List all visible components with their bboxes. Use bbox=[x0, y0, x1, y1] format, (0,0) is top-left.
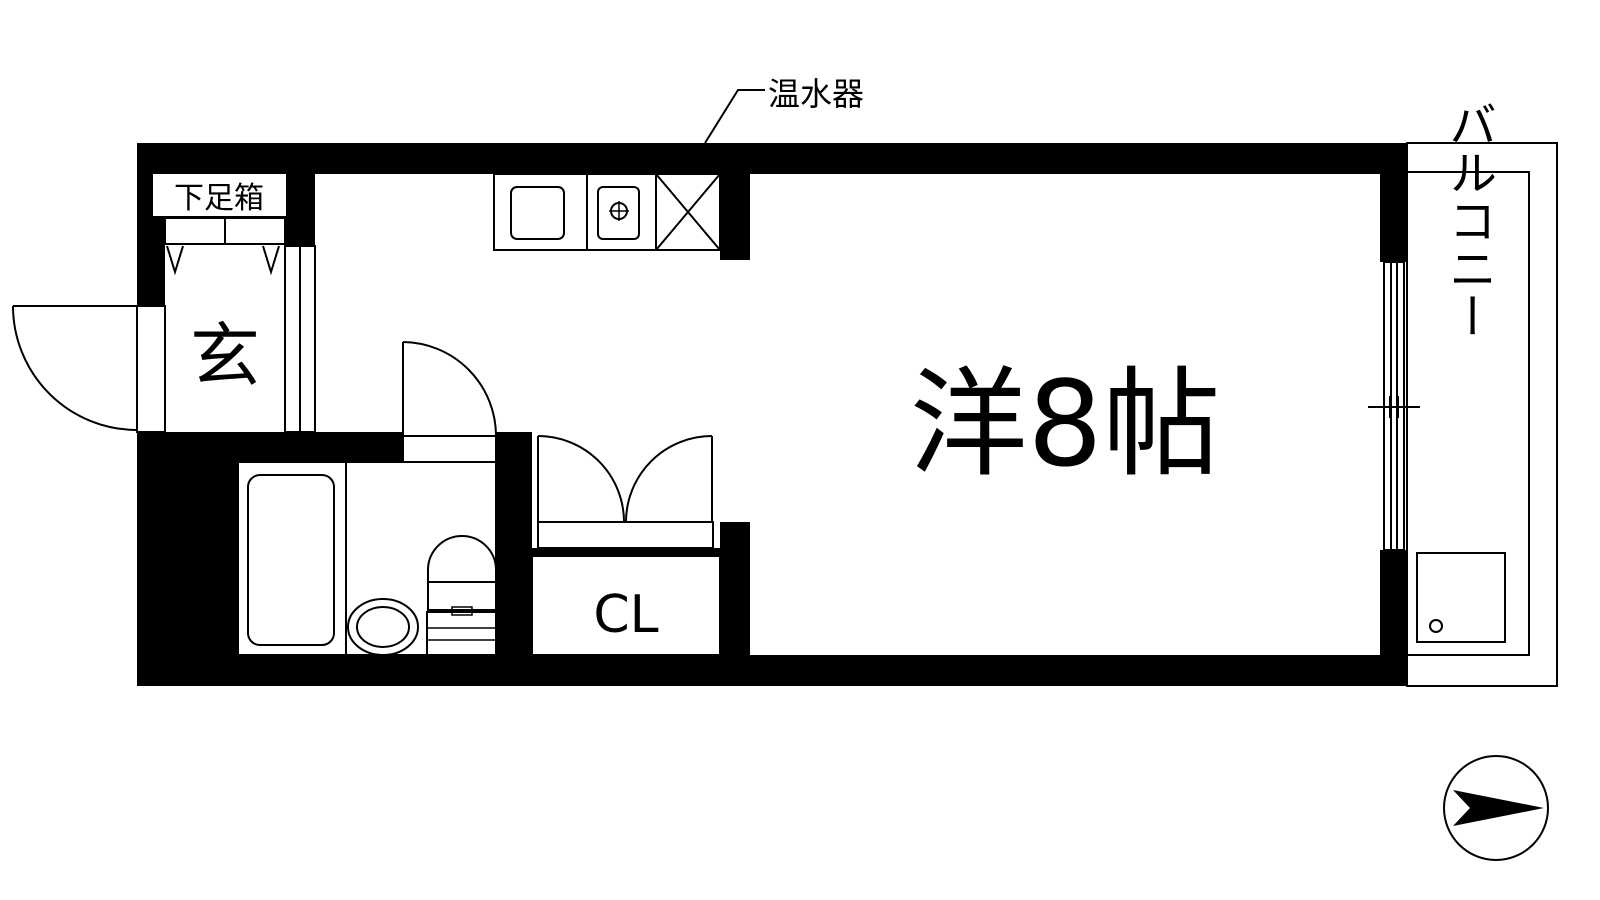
water-heater-icon bbox=[655, 173, 721, 251]
sink-icon bbox=[510, 186, 565, 240]
gas-stove-icon bbox=[586, 174, 640, 250]
interior-walls bbox=[165, 174, 750, 655]
closet-doors bbox=[537, 435, 714, 549]
main-room-label: 洋8帖 bbox=[909, 355, 1220, 493]
entrance-label: 玄 bbox=[190, 315, 260, 397]
balcony-window bbox=[1368, 261, 1420, 551]
washbasin-icon bbox=[347, 598, 419, 656]
washing-machine-icon bbox=[1416, 552, 1506, 643]
balcony: バルコニー bbox=[1406, 100, 1558, 687]
closet-label: CL bbox=[593, 585, 658, 645]
water-heater-callout: 温水器 bbox=[704, 75, 864, 144]
kitchen-counter bbox=[493, 173, 721, 251]
bathroom bbox=[237, 461, 498, 656]
toilet-icon bbox=[426, 535, 498, 656]
exterior-walls bbox=[137, 143, 1407, 686]
shoe-box: 下足箱 bbox=[151, 172, 316, 433]
bathroom-door bbox=[402, 341, 497, 463]
bathtub-icon bbox=[247, 474, 335, 646]
north-arrow-icon bbox=[1443, 755, 1549, 861]
closet: CL bbox=[531, 555, 721, 656]
water-heater-label: 温水器 bbox=[768, 75, 864, 113]
shoe-box-label: 下足箱 bbox=[174, 181, 264, 216]
balcony-label: バルコニー bbox=[1440, 100, 1496, 340]
entrance-door bbox=[12, 305, 166, 433]
